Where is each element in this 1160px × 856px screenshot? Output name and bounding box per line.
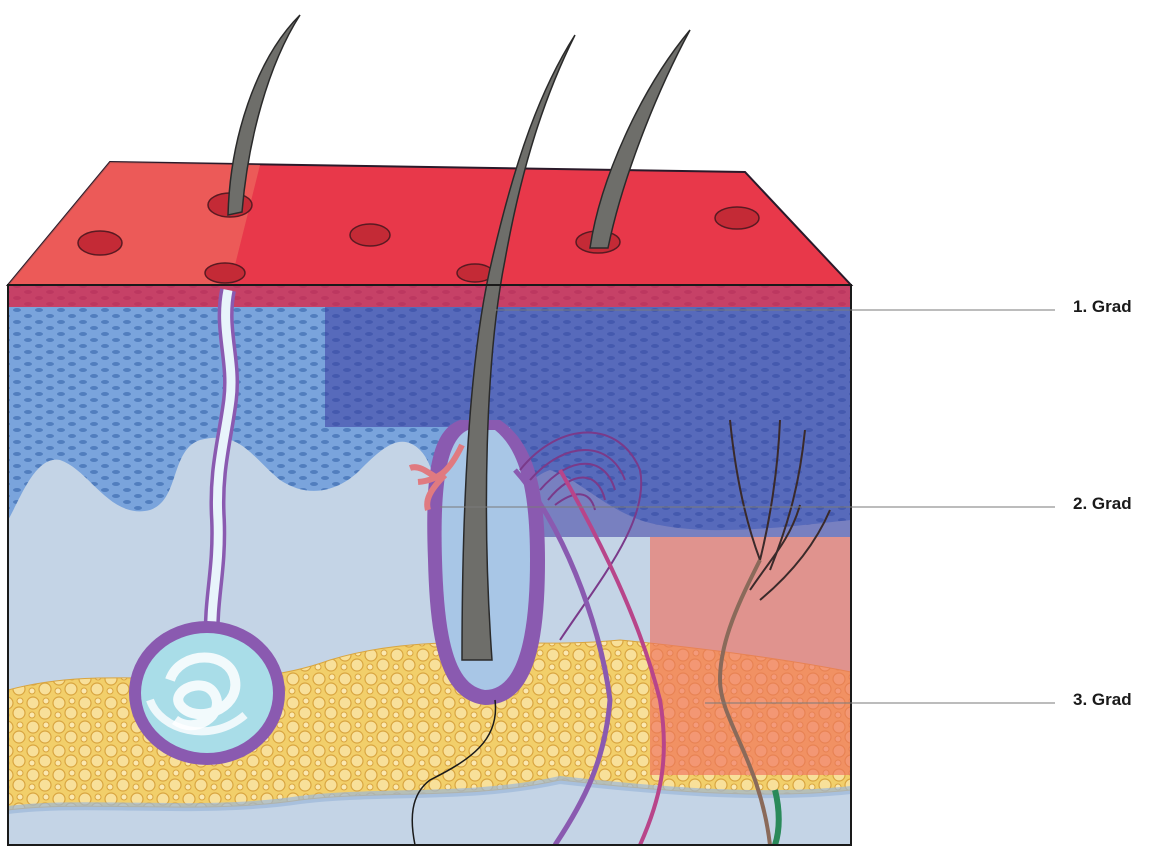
burn-degree-3-zone [650, 537, 851, 775]
burn-degree-1-zone [8, 285, 851, 307]
label-second-degree: 2. Grad [1073, 494, 1132, 514]
burn-degree-2-zone [325, 307, 851, 427]
label-third-degree: 3. Grad [1073, 690, 1132, 710]
label-first-degree: 1. Grad [1073, 297, 1132, 317]
